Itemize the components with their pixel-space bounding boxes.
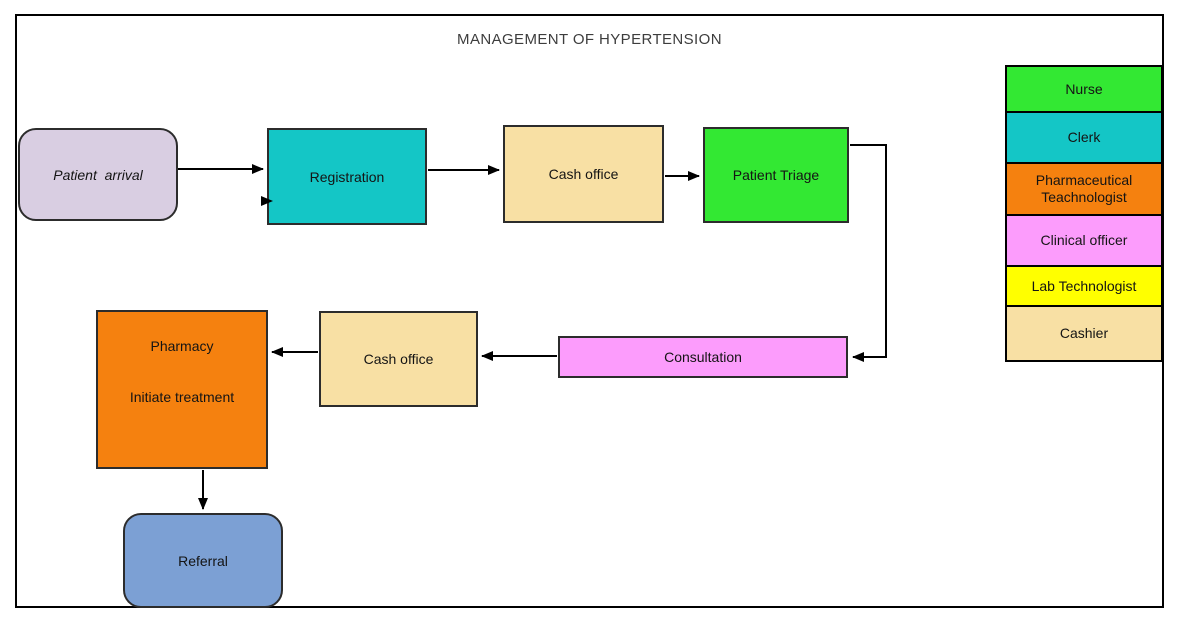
node-referral-label: Referral bbox=[178, 552, 228, 569]
node-cash-office-2: Cash office bbox=[319, 311, 478, 407]
node-referral: Referral bbox=[123, 513, 283, 608]
legend-item-pharmaceutical-technologist: Pharmaceutical Teachnologist bbox=[1007, 164, 1161, 216]
node-pharmacy-label-line1: Pharmacy bbox=[150, 338, 214, 354]
node-cash-office-1: Cash office bbox=[503, 125, 664, 223]
node-patient-arrival: Patient arrival bbox=[18, 128, 178, 221]
node-patient-triage-label: Patient Triage bbox=[732, 167, 820, 183]
node-registration-label: Registration bbox=[309, 168, 385, 185]
role-legend: Nurse Clerk Pharmaceutical Teachnologist… bbox=[1005, 65, 1163, 362]
legend-item-clinical-officer: Clinical officer bbox=[1007, 216, 1161, 267]
legend-item-lab-technologist-label: Lab Technologist bbox=[1031, 277, 1137, 294]
legend-item-cashier-label: Cashier bbox=[1059, 325, 1109, 341]
legend-item-cashier: Cashier bbox=[1007, 307, 1161, 360]
legend-item-clerk: Clerk bbox=[1007, 113, 1161, 164]
legend-item-pharmaceutical-technologist-label: Pharmaceutical Teachnologist bbox=[1035, 172, 1133, 205]
node-consultation-label: Consultation bbox=[664, 349, 742, 365]
node-pharmacy-label-line2: Initiate treatment bbox=[129, 389, 235, 405]
node-patient-arrival-label: Patient arrival bbox=[53, 166, 143, 183]
node-cash-office-1-label: Cash office bbox=[548, 166, 619, 182]
legend-item-clinical-officer-label: Clinical officer bbox=[1040, 232, 1128, 248]
legend-item-nurse: Nurse bbox=[1007, 67, 1161, 113]
node-cash-office-2-label: Cash office bbox=[363, 351, 434, 367]
node-consultation: Consultation bbox=[558, 336, 848, 378]
node-patient-triage: Patient Triage bbox=[703, 127, 849, 223]
legend-item-clerk-label: Clerk bbox=[1067, 129, 1101, 145]
page-border bbox=[15, 14, 1164, 608]
legend-item-nurse-label: Nurse bbox=[1065, 80, 1103, 97]
node-pharmacy: Pharmacy Initiate treatment bbox=[96, 310, 268, 469]
node-registration: Registration bbox=[267, 128, 427, 225]
legend-item-lab-technologist: Lab Technologist bbox=[1007, 267, 1161, 307]
diagram-title: MANAGEMENT OF HYPERTENSION bbox=[457, 31, 722, 48]
